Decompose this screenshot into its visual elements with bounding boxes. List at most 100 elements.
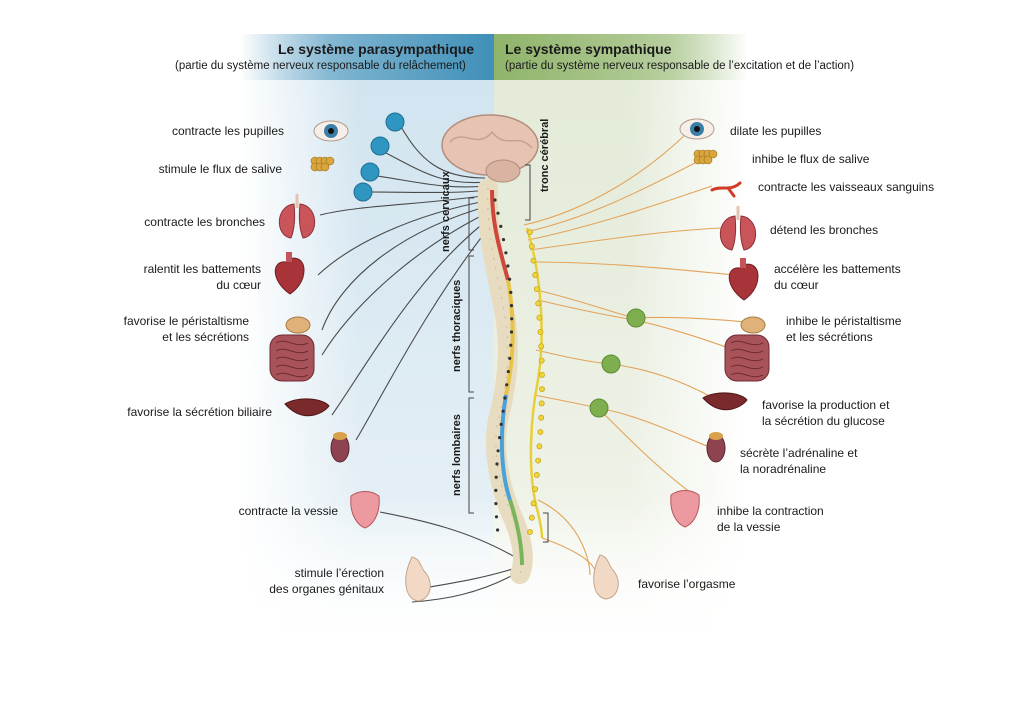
- lumbar-nerves-label: nerfs lombaires: [451, 414, 463, 496]
- chain-ganglion: [530, 500, 537, 507]
- vertebra-marker: [499, 422, 503, 426]
- para-ganglion: [360, 162, 380, 182]
- chain-ganglion: [538, 400, 545, 407]
- spinal-column: [441, 114, 545, 584]
- symp-nerve-adrenal: [597, 407, 713, 449]
- brain-fold: [449, 130, 533, 149]
- symp-label-pupils: dilate les pupilles: [730, 124, 822, 138]
- vertebra-marker: [505, 383, 509, 387]
- vertebra-marker: [508, 277, 512, 281]
- para-liver-icon: [284, 398, 330, 417]
- symp-liver-icon: [702, 392, 748, 411]
- symp-nerve-stomach: [634, 316, 749, 323]
- vertebra-marker: [493, 198, 497, 202]
- vertebra-marker: [498, 436, 502, 440]
- para-label-bronchi: contracte les bronches: [144, 215, 265, 229]
- symp-salivary-gland-icon: [708, 149, 718, 159]
- para-nerve-heart: [317, 199, 492, 276]
- symp-heart-icon: [728, 263, 759, 301]
- symp-ganglion: [589, 398, 609, 418]
- symp-label-orgasm: favorise l’orgasme: [638, 577, 736, 591]
- vertebra-marker: [509, 304, 514, 308]
- chain-ganglion: [538, 414, 545, 421]
- chain-ganglion: [528, 514, 535, 521]
- chain-ganglion: [538, 357, 545, 364]
- para-label-bile: favorise la sécrétion biliaire: [127, 405, 272, 419]
- symp-nerve-saliva: [525, 157, 706, 233]
- vertebra-marker: [499, 224, 503, 228]
- chain-ganglion: [539, 371, 545, 378]
- vertebra-marker: [495, 462, 499, 466]
- spinal-cord-cervical: [490, 189, 510, 281]
- chain-ganglion: [536, 314, 543, 321]
- symp-ganglion: [626, 308, 646, 328]
- parasympathetic-subtitle: (partie du système nerveux responsable d…: [175, 60, 466, 72]
- spine-brackets: [468, 164, 549, 543]
- chain-ganglion: [536, 443, 543, 450]
- cervical-nerves-label: nerfs cervicaux: [440, 171, 452, 252]
- vertebra-marker: [494, 488, 498, 492]
- para-salivary-gland-icon: [320, 162, 330, 172]
- chain-ganglion: [539, 386, 545, 392]
- vertebra-marker: [508, 356, 512, 360]
- para-label-bladder: contracte la vessie: [238, 504, 338, 518]
- para-bladder-icon: [350, 491, 380, 529]
- chain-ganglion: [535, 300, 542, 307]
- chain-ganglion: [532, 486, 539, 492]
- para-lungs-icon: [298, 203, 316, 239]
- sympathetic-title: Le système sympathique: [505, 41, 672, 57]
- parasympathetic-header-band: [240, 34, 494, 80]
- para-label-saliva: stimule le flux de salive: [158, 162, 282, 176]
- sympathetic-subtitle: (partie du système nerveux responsable d…: [505, 60, 855, 72]
- chain-ganglion: [527, 529, 533, 535]
- chain-ganglion: [537, 429, 544, 435]
- symp-intestine-icon: [724, 334, 770, 382]
- brainstem-label: tronc cérébral: [539, 118, 551, 192]
- vertebra-marker: [503, 396, 507, 400]
- spinal-cord-sacral: [508, 499, 524, 566]
- para-nerve-genitals-2: [411, 569, 523, 603]
- chain-ganglion: [533, 286, 540, 292]
- vertebra-marker: [506, 264, 510, 268]
- symp-genitals-icon: [593, 554, 619, 600]
- symp-salivary-gland-icon: [703, 155, 713, 165]
- vertebra-marker: [509, 290, 513, 294]
- vertebra-marker: [509, 343, 513, 347]
- parasympathetic-title: Le système parasympathique: [278, 41, 475, 57]
- para-intestine-icon: [269, 334, 315, 382]
- symp-lungs-icon: [719, 215, 737, 251]
- vertebra-marker: [494, 502, 498, 506]
- chain-ganglion: [527, 229, 533, 235]
- para-nerve-intestine: [321, 209, 494, 356]
- symp-eye-icon-pupil: [694, 126, 700, 132]
- symp-lungs-icon: [739, 215, 757, 251]
- para-nerve-stomach: [321, 204, 493, 331]
- para-nerve-saliva-2: [369, 174, 489, 188]
- symp-intestine-icon-stomach: [740, 316, 766, 334]
- symp-nerve-heart: [531, 261, 736, 276]
- para-nerve-kidney: [355, 219, 496, 441]
- para-ganglion: [370, 136, 390, 156]
- vertebra-marker: [509, 330, 514, 334]
- vertebra-marker: [496, 528, 500, 532]
- chain-ganglion: [532, 271, 539, 278]
- vertebra-marker: [504, 251, 508, 255]
- symp-nerve-bladder: [597, 407, 691, 493]
- para-nerve-saliva-3: [364, 189, 490, 194]
- chain-ganglion: [538, 343, 545, 350]
- vertebra-marker: [501, 409, 505, 413]
- chain-ganglion: [533, 471, 540, 478]
- para-heart-icon: [274, 257, 305, 295]
- para-label-pupils: contracte les pupilles: [171, 124, 284, 138]
- para-nerve-bladder: [379, 511, 521, 561]
- symp-label-bronchi: détend les bronches: [770, 223, 879, 237]
- vertebra-marker: [506, 370, 510, 374]
